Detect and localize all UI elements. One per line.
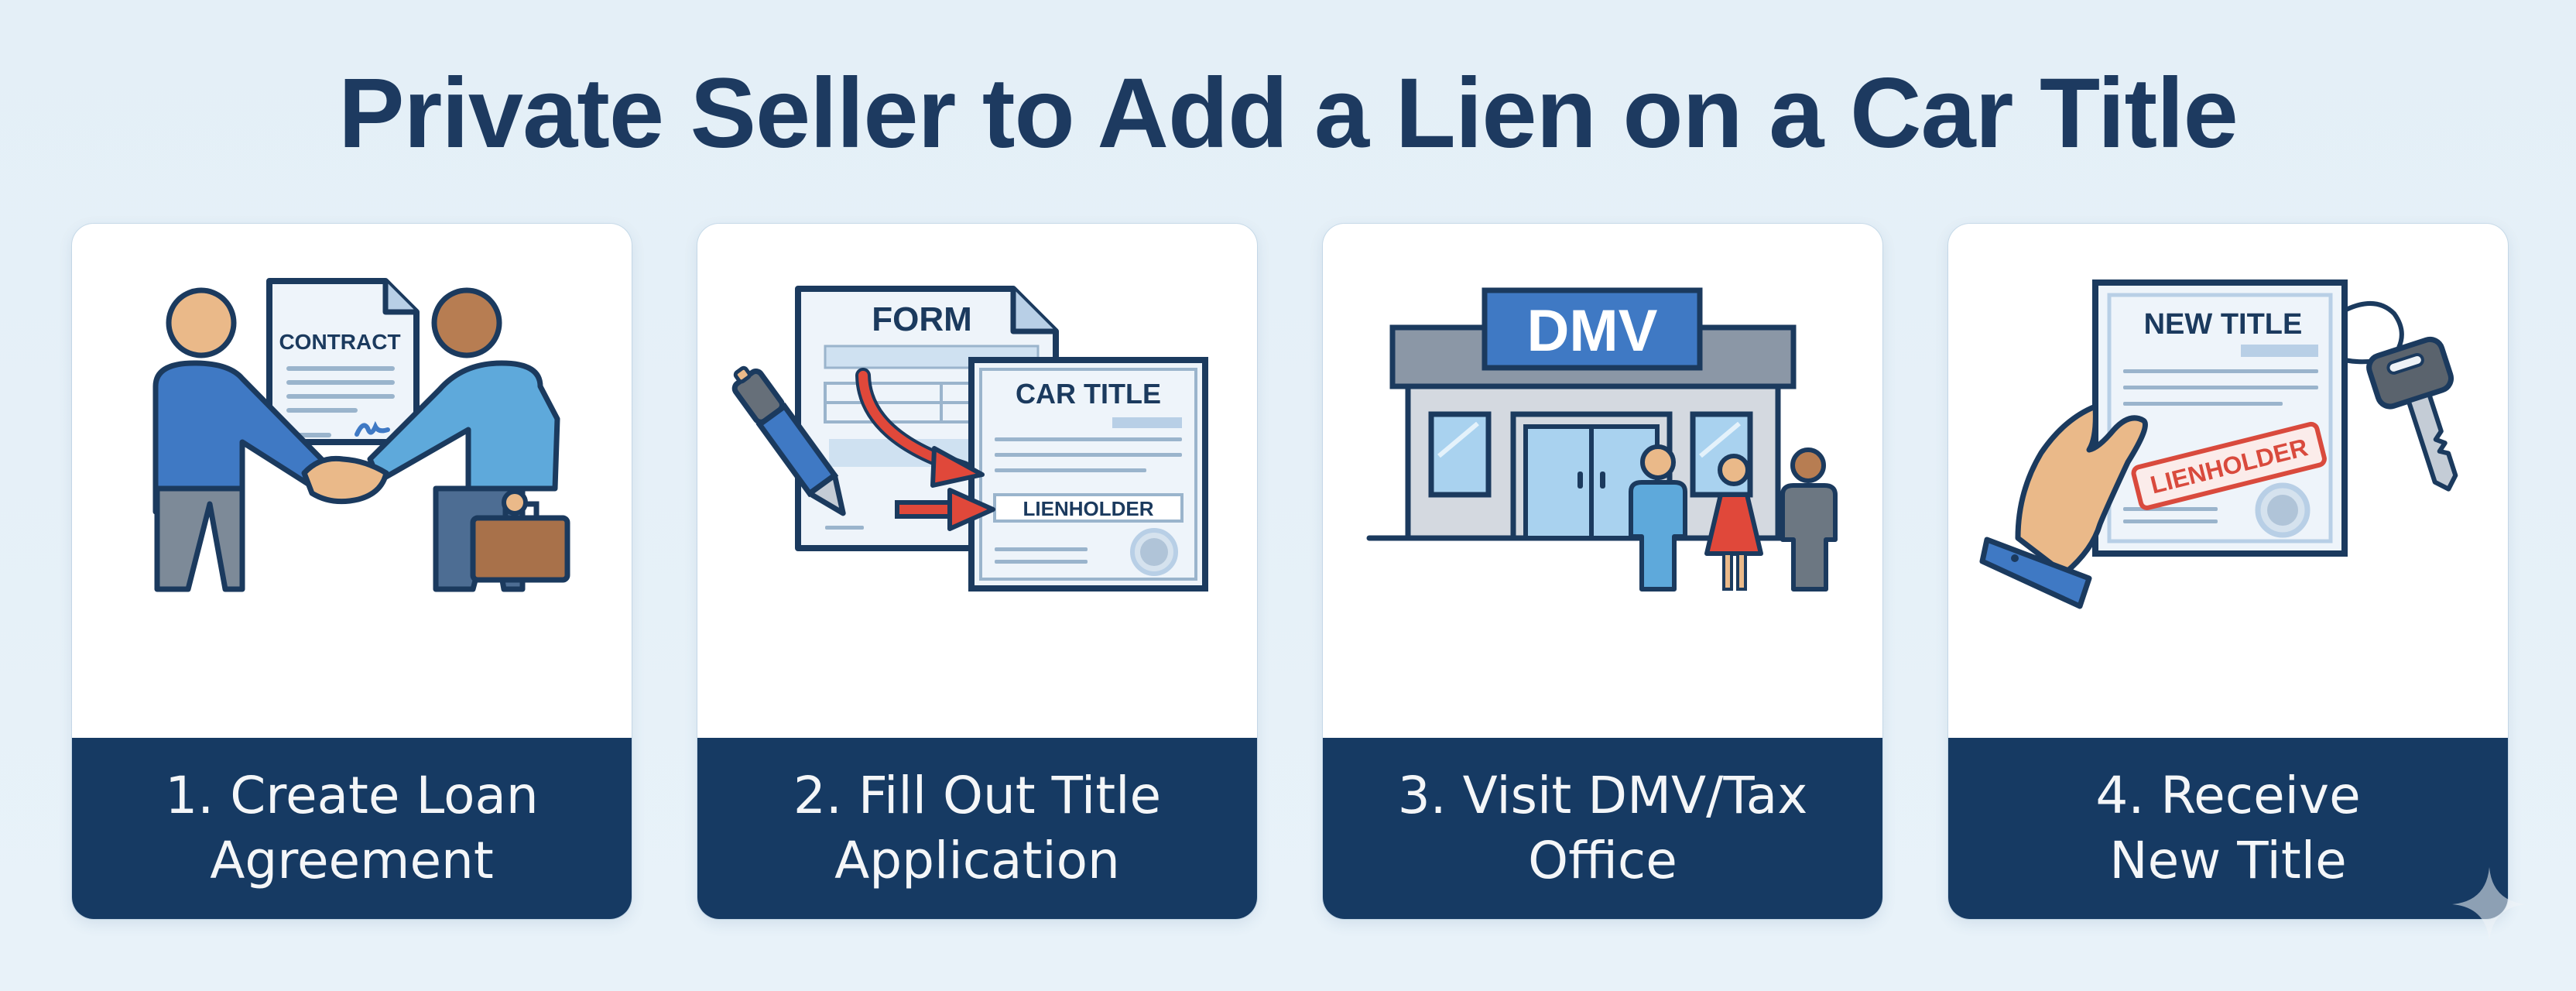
step-card-2: FORM CAR TITLE LIENHOLDER: [697, 224, 1257, 919]
step-card-4: NEW TITLE LIENHOLDER: [1948, 224, 2508, 919]
step-label: 2. Fill Out Title Application: [697, 738, 1257, 919]
svg-text:CONTRACT: CONTRACT: [279, 330, 400, 354]
step-label-line1: 4. Receive: [2095, 766, 2361, 825]
svg-text:LIENHOLDER: LIENHOLDER: [1023, 497, 1154, 520]
svg-text:CAR TITLE: CAR TITLE: [1016, 378, 1161, 410]
svg-text:FORM: FORM: [872, 300, 972, 338]
step-label-line2: New Title: [2109, 831, 2347, 890]
sparkle-icon: [2452, 867, 2526, 941]
contract-document-icon: CONTRACT: [266, 278, 420, 445]
step-label-line1: 3. Visit DMV/Tax: [1397, 766, 1808, 825]
handshake-contract-icon: CONTRACT: [72, 224, 632, 738]
step-label-line2: Office: [1528, 831, 1677, 890]
step-label: 4. Receive New Title: [1948, 738, 2508, 919]
step-label-line1: 2. Fill Out Title: [793, 766, 1162, 825]
dmv-building-icon: DMV: [1323, 224, 1882, 738]
form-to-title-icon: FORM CAR TITLE LIENHOLDER: [697, 224, 1257, 738]
step-card-1: CONTRACT 1. Create Loan: [72, 224, 632, 919]
step-label: 1. Create Loan Agreement: [72, 738, 632, 919]
svg-text:NEW TITLE: NEW TITLE: [2144, 308, 2303, 341]
step-label-line2: Agreement: [210, 831, 494, 890]
step-card-3: DMV 3. Vis: [1323, 224, 1882, 919]
new-title-keys-icon: NEW TITLE LIENHOLDER: [1948, 224, 2508, 738]
step-label: 3. Visit DMV/Tax Office: [1323, 738, 1882, 919]
step-label-line1: 1. Create Loan: [165, 766, 539, 825]
page-title: Private Seller to Add a Lien on a Car Ti…: [338, 58, 2239, 169]
step-label-line2: Application: [834, 831, 1120, 890]
svg-text:DMV: DMV: [1527, 298, 1658, 364]
